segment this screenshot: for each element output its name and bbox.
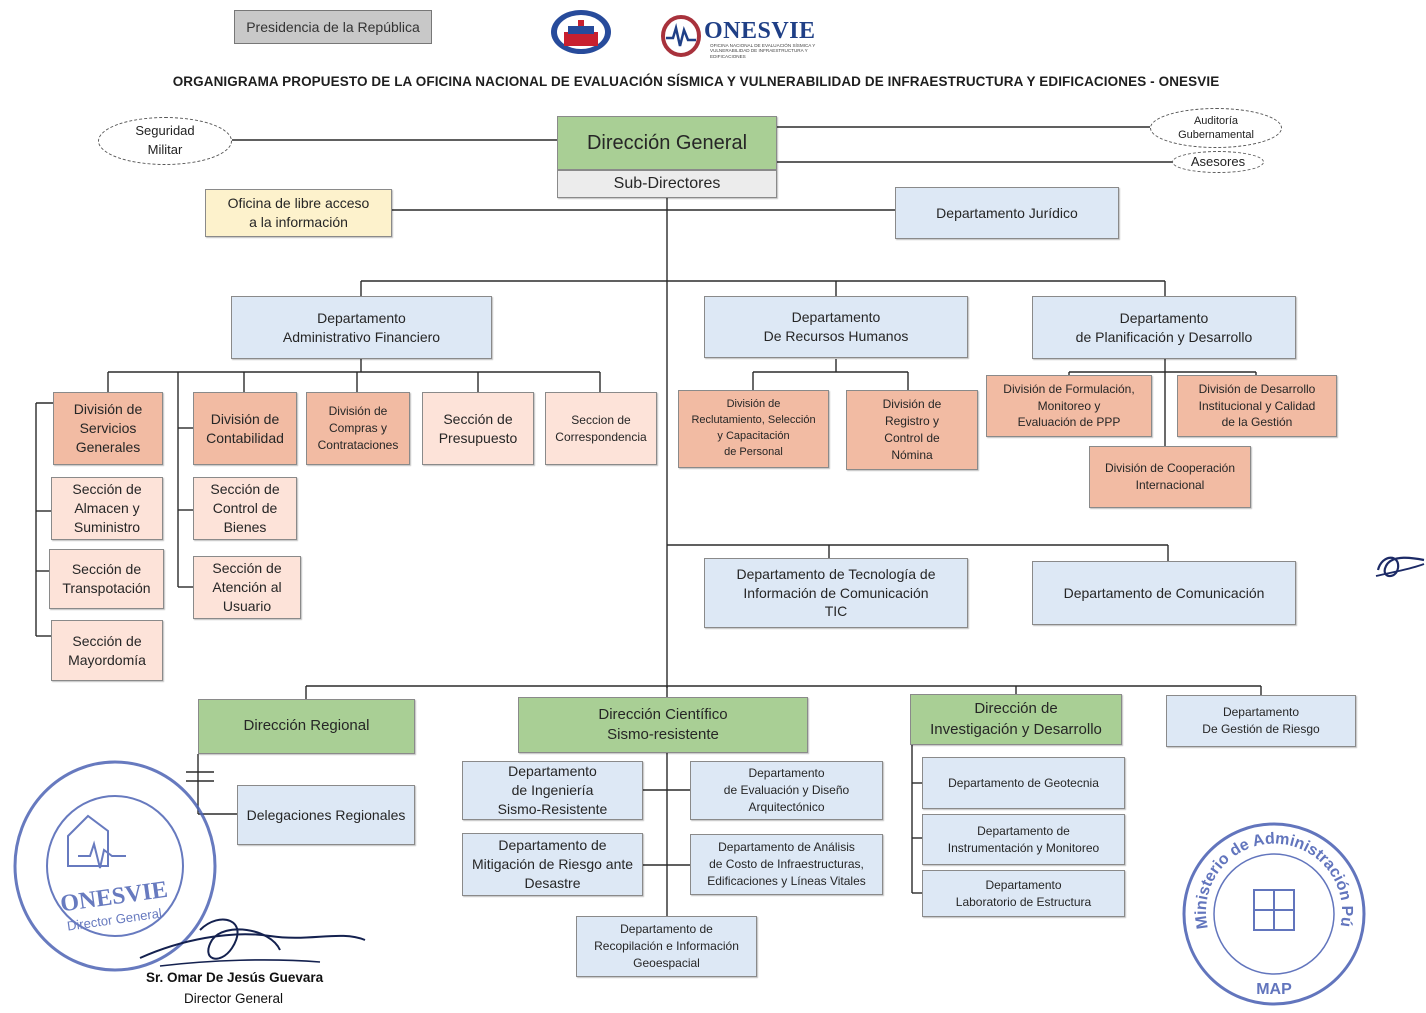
- director-name: Sr. Omar De Jesús Guevara: [146, 970, 324, 985]
- seguridad-militar-oval: Seguridad Militar: [98, 117, 232, 165]
- onesvie-stamp: ONESVIE Director General: [13, 760, 217, 972]
- departamento-recopilacion-box: Departamento de Recopilación e Informaci…: [576, 916, 757, 977]
- departamento-tic-box: Departamento de Tecnología de Informació…: [704, 558, 968, 628]
- departamento-administrativo-financiero-box: Departamento Administrativo Financiero: [231, 296, 492, 359]
- oficina-libre-acceso-box: Oficina de libre acceso a la información: [205, 189, 392, 237]
- seccion-transportacion-box: Sección de Transpotación: [49, 549, 164, 609]
- departamento-comunicacion-box: Departamento de Comunicación: [1032, 561, 1296, 625]
- onesvie-logo: ONESVIE OFICINA NACIONAL DE EVALUACIÓN S…: [660, 14, 820, 62]
- delegaciones-regionales-box: Delegaciones Regionales: [237, 785, 415, 845]
- division-contabilidad-box: División de Contabilidad: [193, 392, 297, 465]
- seccion-presupuesto-box: Sección de Presupuesto: [422, 392, 534, 465]
- director-signature: [139, 918, 366, 967]
- direccion-regional-box: Dirección Regional: [198, 699, 415, 754]
- departamento-geotecnia-box: Departamento de Geotecnia: [922, 757, 1125, 809]
- departamento-juridico-box: Departamento Jurídico: [895, 187, 1119, 239]
- svg-text:Ministerio de Administración P: Ministerio de Administración Pública: [1178, 818, 1355, 930]
- onesvie-logo-mark: [661, 15, 701, 57]
- map-stamp-ring-text: Ministerio de Administración Pública: [1178, 818, 1355, 930]
- presidencia-label: Presidencia de la República: [234, 10, 432, 44]
- division-compras-contrataciones-box: División de Compras y Contrataciones: [306, 392, 410, 465]
- director-role: Director General: [184, 991, 284, 1006]
- departamento-evaluacion-diseno-box: Departamento de Evaluación y Diseño Arqu…: [690, 761, 883, 820]
- division-desarrollo-institucional-box: División de Desarrollo Institucional y C…: [1177, 375, 1337, 437]
- auditoria-gubernamental-oval: Auditoría Gubernamental: [1150, 108, 1282, 148]
- departamento-instrumentacion-box: Departamento de Instrumentación y Monito…: [922, 814, 1125, 865]
- onesvie-logo-subtext: OFICINA NACIONAL DE EVALUACIÓN SÍSMICA Y…: [710, 43, 816, 59]
- division-reclutamiento-box: División de Reclutamiento, Selección y C…: [678, 390, 829, 468]
- departamento-mitigacion-box: Departamento de Mitigación de Riesgo ant…: [462, 833, 643, 896]
- division-servicios-generales-box: División de Servicios Generales: [53, 392, 163, 465]
- republica-dominicana-logo: [551, 10, 611, 54]
- onesvie-logo-text: ONESVIE: [704, 18, 816, 44]
- departamento-analisis-costo-box: Departamento de Análisis de Costo de Inf…: [690, 834, 883, 895]
- direccion-cientifico-box: Dirección Científico Sismo-resistente: [518, 697, 808, 753]
- departamento-gestion-riesgo-box: Departamento De Gestión de Riesgo: [1166, 695, 1356, 747]
- sub-directores-box: Sub-Directores: [557, 170, 777, 198]
- direccion-investigacion-box: Dirección de Investigación y Desarrollo: [910, 694, 1122, 745]
- division-cooperacion-box: División de Cooperación Internacional: [1089, 446, 1251, 508]
- map-stamp-abbr: MAP: [1256, 981, 1292, 998]
- seccion-control-bienes-box: Sección de Control de Bienes: [193, 477, 297, 540]
- asesores-oval: Asesores: [1172, 151, 1264, 173]
- departamento-recursos-humanos-box: Departamento De Recursos Humanos: [704, 296, 968, 358]
- direccion-general-box: Dirección General: [557, 116, 777, 170]
- departamento-ingenieria-box: Departamento de Ingeniería Sismo-Resiste…: [462, 761, 643, 820]
- seccion-atencion-usuario-box: Sección de Atención al Usuario: [193, 556, 301, 619]
- division-formulacion-box: División de Formulación, Monitoreo y Eva…: [986, 375, 1152, 437]
- seccion-mayordomia-box: Sección de Mayordomía: [51, 620, 163, 681]
- division-registro-nomina-box: División de Registro y Control de Nómina: [846, 390, 978, 470]
- margin-initials: [1375, 556, 1425, 578]
- departamento-planificacion-desarrollo-box: Departamento de Planificación y Desarrol…: [1032, 296, 1296, 359]
- seccion-almacen-suministro-box: Sección de Almacen y Suministro: [51, 477, 163, 540]
- departamento-laboratorio-box: Departamento Laboratorio de Estructura: [922, 870, 1125, 917]
- seccion-correspondencia-box: Seccion de Correspondencia: [545, 392, 657, 465]
- map-stamp: Ministerio de Administración Pública MAP: [1178, 818, 1366, 1006]
- chart-title: ORGANIGRAMA PROPUESTO DE LA OFICINA NACI…: [172, 74, 1220, 89]
